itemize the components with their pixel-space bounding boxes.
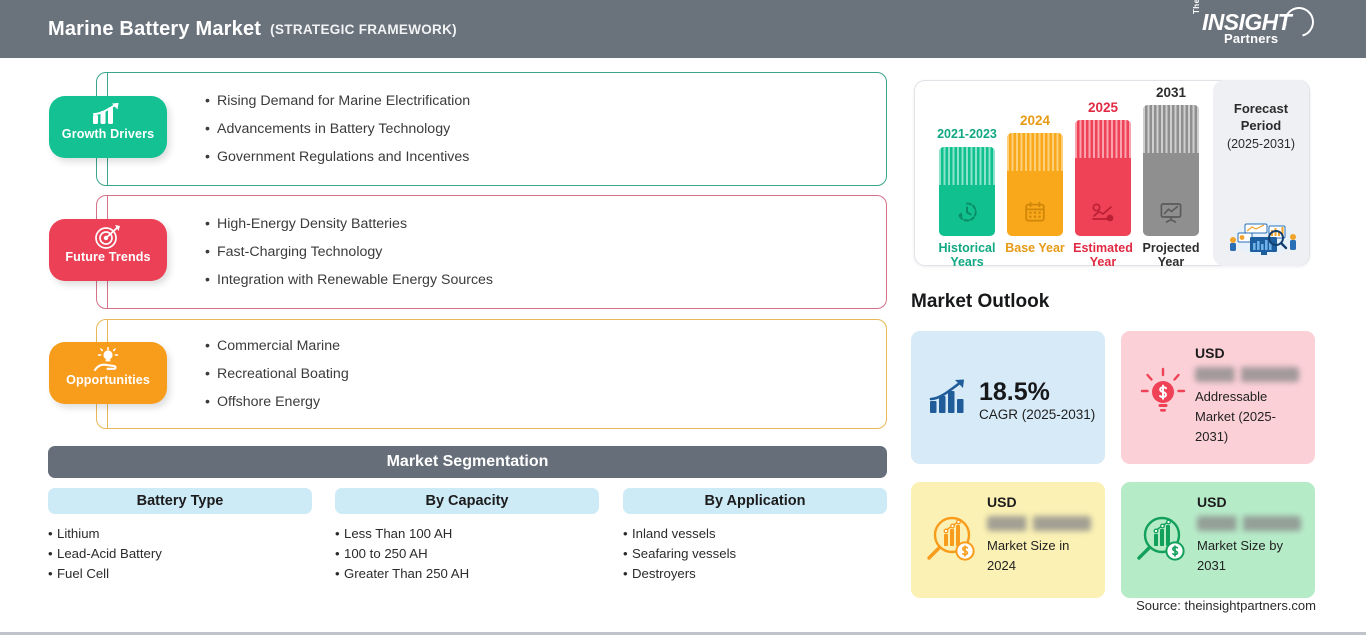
- segment-title: By Application: [623, 488, 887, 514]
- magnifier-bar-chart-dollar-icon: [924, 514, 978, 571]
- logo-insight-text: INSIGHT: [1202, 9, 1292, 35]
- badge-label: Future Trends: [65, 250, 151, 264]
- year-label: 2024: [1019, 113, 1051, 128]
- card-caption: Addressable Market (2025-2031): [1195, 389, 1276, 444]
- forecast-title-line1: Forecast: [1233, 101, 1289, 116]
- year-bar: [939, 147, 995, 236]
- segmentation-column-battery-type: Battery Type Lithium Lead-Acid Battery F…: [48, 488, 312, 584]
- panel-growth-drivers: Rising Demand for Marine Electrification…: [96, 72, 887, 186]
- badge-future-trends[interactable]: Future Trends: [49, 219, 167, 281]
- year-bar-group-base: 2024 Base Ye: [999, 81, 1071, 267]
- opportunities-bullets: Commercial Marine Recreational Boating O…: [205, 320, 874, 428]
- page-subtitle: (STRATEGIC FRAMEWORK): [270, 21, 457, 37]
- list-item: Greater Than 250 AH: [335, 564, 599, 584]
- bar-caption: Estimated Year: [1073, 241, 1133, 269]
- page-header: Marine Battery Market (STRATEGIC FRAMEWO…: [0, 0, 1366, 58]
- calendar-icon: [1007, 200, 1063, 224]
- segment-list: Less Than 100 AH 100 to 250 AH Greater T…: [335, 524, 599, 584]
- bar-caption: Projected Year: [1142, 241, 1200, 269]
- year-bar-group-historical: 2021-2023 Historical Years: [931, 81, 1003, 269]
- presentation-chart-icon: [1143, 200, 1199, 224]
- analytics-dashboard-illustration: [1219, 210, 1303, 256]
- logo-partners-text: Partners: [1224, 31, 1279, 46]
- badge-opportunities[interactable]: Opportunities: [49, 342, 167, 404]
- year-label: 2031: [1155, 85, 1187, 100]
- badge-label: Opportunities: [66, 373, 150, 387]
- year-label: 2025: [1087, 100, 1119, 115]
- year-bar-group-estimated: 2025 Estimated Year: [1067, 81, 1139, 269]
- redacted-value: [987, 516, 1091, 531]
- lightbulb-dollar-icon: [1139, 367, 1187, 424]
- usd-label: USD: [1195, 345, 1225, 361]
- segment-title: Battery Type: [48, 488, 312, 514]
- bar-caption: Historical Years: [938, 241, 996, 269]
- forecast-years-panel: 2021-2023 Historical Years 2024: [914, 80, 1310, 269]
- panel-opportunities: Commercial Marine Recreational Boating O…: [96, 319, 887, 429]
- segment-list: Inland vessels Seafaring vessels Destroy…: [623, 524, 887, 584]
- forecast-period-box: Forecast Period (2025-2031): [1213, 80, 1309, 266]
- card-caption: Market Size in 2024: [987, 538, 1070, 573]
- bullet-item: Government Regulations and Incentives: [205, 143, 874, 171]
- card-caption: Market Size by 2031: [1197, 538, 1283, 573]
- bullet-item: High-Energy Density Batteries: [205, 210, 874, 238]
- clock-history-icon: [939, 200, 995, 224]
- usd-label: USD: [1197, 494, 1227, 510]
- list-item: Lead-Acid Battery: [48, 544, 312, 564]
- forecast-title-line2: Period: [1240, 118, 1282, 133]
- segment-title: By Capacity: [335, 488, 599, 514]
- logo-the-text: The: [1192, 0, 1201, 14]
- panel-future-trends: High-Energy Density Batteries Fast-Charg…: [96, 195, 887, 309]
- card-market-size-2031[interactable]: USD Market Size by 2031: [1121, 482, 1315, 598]
- cagr-caption: CAGR (2025-2031): [979, 407, 1096, 422]
- segmentation-column-capacity: By Capacity Less Than 100 AH 100 to 250 …: [335, 488, 599, 584]
- year-bar: [1007, 133, 1063, 236]
- segment-list: Lithium Lead-Acid Battery Fuel Cell: [48, 524, 312, 584]
- future-trends-bullets: High-Energy Density Batteries Fast-Charg…: [205, 196, 874, 308]
- card-addressable-market[interactable]: USD Addressable Market (2025-2031): [1121, 331, 1315, 464]
- usd-label: USD: [987, 494, 1017, 510]
- year-label: 2021-2023: [937, 127, 997, 141]
- bullet-item: Rising Demand for Marine Electrification: [205, 87, 874, 115]
- growth-bar-chart-icon: [928, 379, 972, 420]
- year-bar: [1075, 120, 1131, 236]
- year-bar-group-projected: 2031 Projected Year: [1135, 81, 1207, 269]
- redacted-value: [1197, 516, 1301, 531]
- list-item: Seafaring vessels: [623, 544, 887, 564]
- forecast-years: (2025-2031): [1226, 137, 1296, 151]
- bullet-item: Integration with Renewable Energy Source…: [205, 266, 874, 294]
- badge-label: Growth Drivers: [61, 127, 155, 141]
- badge-growth-drivers[interactable]: Growth Drivers: [49, 96, 167, 158]
- growth-drivers-bullets: Rising Demand for Marine Electrification…: [205, 73, 874, 185]
- source-text: Source: theinsightpartners.com: [1136, 598, 1316, 613]
- list-item: Destroyers: [623, 564, 887, 584]
- bar-chart-growth-icon: [91, 101, 125, 127]
- market-outlook-title: Market Outlook: [911, 291, 1050, 312]
- list-item: Less Than 100 AH: [335, 524, 599, 544]
- list-item: Fuel Cell: [48, 564, 312, 584]
- list-item: 100 to 250 AH: [335, 544, 599, 564]
- card-market-size-2024[interactable]: USD Market Size in 2024: [911, 482, 1105, 598]
- market-segmentation-header: Market Segmentation: [48, 446, 887, 478]
- forecast-chart-icon: [1075, 202, 1131, 224]
- cagr-value: 18.5%: [979, 378, 1050, 406]
- year-bar: [1143, 105, 1199, 236]
- list-item: Lithium: [48, 524, 312, 544]
- hand-lightbulb-icon: [90, 347, 126, 373]
- bullet-item: Fast-Charging Technology: [205, 238, 874, 266]
- insight-partners-logo: The INSIGHT Partners: [1192, 0, 1320, 51]
- bullet-item: Advancements in Battery Technology: [205, 115, 874, 143]
- bullet-item: Commercial Marine: [205, 332, 874, 360]
- bullet-item: Offshore Energy: [205, 388, 874, 416]
- logo-swoosh-icon: [1278, 1, 1320, 43]
- list-item: Inland vessels: [623, 524, 887, 544]
- page-title: Marine Battery Market: [48, 17, 262, 40]
- target-dart-icon: [93, 224, 123, 250]
- bar-caption: Base Year: [1005, 241, 1065, 255]
- card-cagr[interactable]: 18.5% CAGR (2025-2031): [911, 331, 1105, 464]
- bullet-item: Recreational Boating: [205, 360, 874, 388]
- magnifier-bar-chart-dollar-icon: [1134, 514, 1188, 571]
- redacted-value: [1195, 367, 1299, 382]
- segmentation-column-application: By Application Inland vessels Seafaring …: [623, 488, 887, 584]
